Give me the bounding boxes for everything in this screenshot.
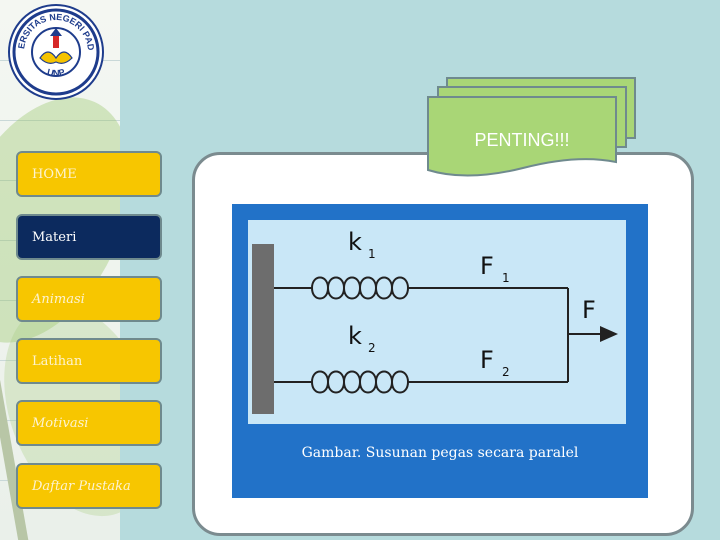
nav-animasi-label: Animasi [32,291,85,307]
label-f2: F [480,346,494,374]
label-k2-sub: 2 [368,341,376,355]
nav-materi-button[interactable]: Materi [16,214,162,260]
nav-motivasi-button[interactable]: Motivasi [16,400,162,446]
spring-k1 [274,276,568,300]
wall [252,244,274,414]
nav-materi-label: Materi [32,229,77,245]
label-f1-sub: 1 [502,271,510,285]
nav-latihan-label: Latihan [32,353,83,369]
label-k1-sub: 1 [368,247,376,261]
nav-motivasi-label: Motivasi [32,415,89,431]
nav-daftar-pustaka-button[interactable]: Daftar Pustaka [16,463,162,509]
label-f: F [582,296,596,324]
svg-text:UNP: UNP [46,67,66,78]
nav-animasi-button[interactable]: Animasi [16,276,162,322]
label-f2-sub: 2 [502,365,510,379]
penting-tag-label: PENTING!!! [474,130,570,150]
label-f1: F [480,252,494,280]
spring-k2 [274,370,568,394]
nav-home-label: HOME [32,166,77,182]
nav-latihan-button[interactable]: Latihan [16,338,162,384]
force-arrowhead-icon [600,326,618,342]
university-logo: UNIVERSITAS NEGERI PADANG UNP [8,4,104,100]
figure-caption: Gambar. Susunan pegas secara paralel [301,445,579,461]
label-k2: k [348,322,362,350]
nav-daftar-pustaka-label: Daftar Pustaka [32,478,131,494]
label-k1: k [348,228,362,256]
logo-ring-bottom-text: UNP [46,67,66,78]
spring-diagram: k 1 k 2 F 1 F 2 F [248,220,626,424]
nav-home-button[interactable]: HOME [16,151,162,197]
penting-tag[interactable]: PENTING!!! [427,96,617,180]
